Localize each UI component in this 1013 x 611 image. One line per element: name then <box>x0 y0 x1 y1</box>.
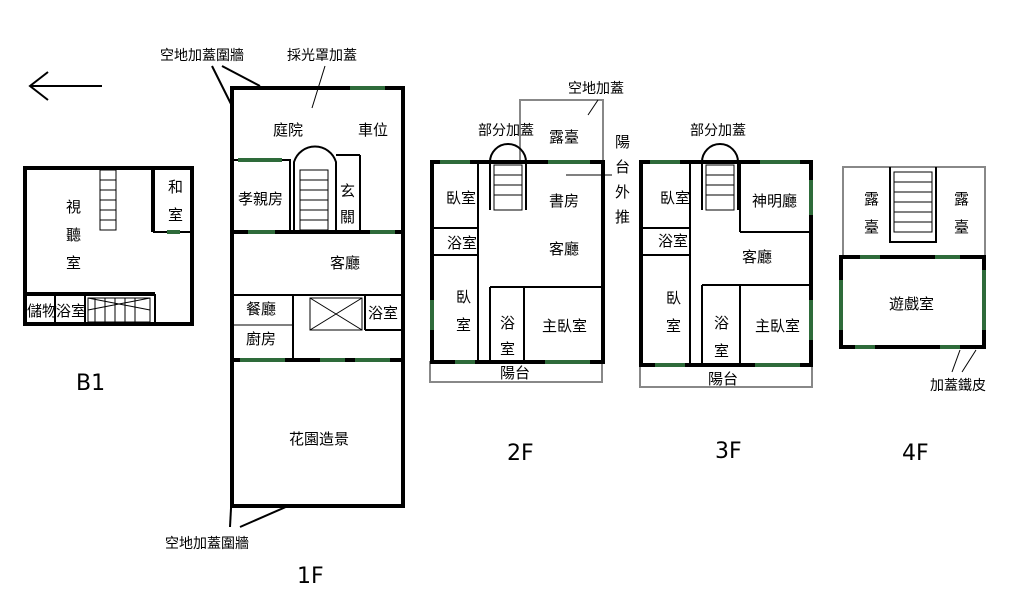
f3-shrine-label: 神明廳 <box>752 192 797 210</box>
f2-study-label: 書房 <box>549 192 579 210</box>
f2-balcony-label: 陽台 <box>500 364 530 382</box>
f3-bath-label: 浴室 <box>658 232 688 250</box>
b1-theater-label-3: 室 <box>66 254 81 272</box>
f1-garden-label: 花園造景 <box>289 430 349 448</box>
f2-balcony-out-3: 外 <box>615 183 630 201</box>
f2-balcony-out-4: 推 <box>615 208 630 226</box>
f1-enclosure-bottom-note: 空地加蓋圍牆 <box>165 536 249 552</box>
b1-storage-label: 儲物 <box>27 302 57 320</box>
f1-skylight-note: 採光罩加蓋 <box>287 48 357 64</box>
f2-bedroom-label: 臥室 <box>446 189 476 207</box>
f1-dining-label: 餐廳 <box>246 300 276 318</box>
f2-master-label: 主臥室 <box>542 317 587 335</box>
f1-bath-label: 浴室 <box>368 304 398 322</box>
f3-bath2-label-1: 浴 <box>714 314 729 332</box>
f3-bedroom-label: 臥室 <box>660 189 690 207</box>
f3-bath2-label-2: 室 <box>714 342 729 360</box>
f2-bath2-label-1: 浴 <box>500 314 515 332</box>
f2-bath-label: 浴室 <box>447 234 477 252</box>
f1-living-label: 客廳 <box>330 254 360 272</box>
f2-balcony-out-2: 台 <box>615 158 630 176</box>
left-arrow-icon <box>28 71 102 101</box>
f1-enclosure-top-note: 空地加蓋圍牆 <box>160 48 244 64</box>
b1-plan <box>23 166 194 326</box>
f1-floor-label: 1F <box>297 564 324 589</box>
f2-extension-note: 空地加蓋 <box>568 81 624 97</box>
f2-balcony-out-1: 陽 <box>615 133 630 151</box>
f3-living-label: 客廳 <box>742 248 772 266</box>
f4-iron-roof-note: 加蓋鐵皮 <box>930 377 986 394</box>
b1-floor-label: B1 <box>76 371 105 396</box>
b1-theater-label-2: 聽 <box>66 226 81 244</box>
f3-master-label: 主臥室 <box>755 317 800 335</box>
f2-plan <box>429 99 605 383</box>
f3-bedroom2-label-2: 室 <box>666 317 681 335</box>
f4-plan <box>839 166 986 349</box>
f1-parking-label: 車位 <box>358 121 388 139</box>
f4-terrace-left-1: 露 <box>864 190 879 208</box>
f1-foyer-label-1: 玄 <box>340 182 355 200</box>
f4-terrace-right-1: 露 <box>954 190 969 208</box>
f2-living-label: 客廳 <box>549 240 579 258</box>
b1-stair <box>99 169 117 231</box>
f1-courtyard-label: 庭院 <box>273 121 303 139</box>
f2-bedroom2-label-2: 室 <box>456 316 471 334</box>
f4-terrace-left-2: 臺 <box>864 218 879 236</box>
f1-foyer-label-2: 關 <box>340 208 355 226</box>
f1-kitchen-label: 廚房 <box>246 330 276 348</box>
f3-balcony-label: 陽台 <box>708 370 738 388</box>
f3-partial-note: 部分加蓋 <box>690 123 746 139</box>
f3-plan <box>639 143 813 388</box>
b1-bath-label: 浴室 <box>56 302 86 320</box>
f4-floor-label: 4F <box>902 441 929 466</box>
f1-elder-label: 孝親房 <box>238 190 283 208</box>
f2-bedroom2-label-1: 臥 <box>456 288 471 306</box>
f3-bedroom2-label-1: 臥 <box>666 289 681 307</box>
f1-plan <box>230 86 405 508</box>
b1-japanese-label-1: 和 <box>168 178 183 196</box>
f4-terrace-right-2: 臺 <box>954 218 969 236</box>
f2-partial-note: 部分加蓋 <box>478 123 534 139</box>
f4-game-label: 遊戲室 <box>889 295 934 313</box>
f2-terrace-label: 露臺 <box>549 128 579 146</box>
f2-bath2-label-2: 室 <box>500 340 515 358</box>
f3-floor-label: 3F <box>715 439 742 464</box>
f2-floor-label: 2F <box>507 441 534 466</box>
b1-theater-label-1: 視 <box>66 198 81 216</box>
b1-japanese-label-2: 室 <box>168 206 183 224</box>
